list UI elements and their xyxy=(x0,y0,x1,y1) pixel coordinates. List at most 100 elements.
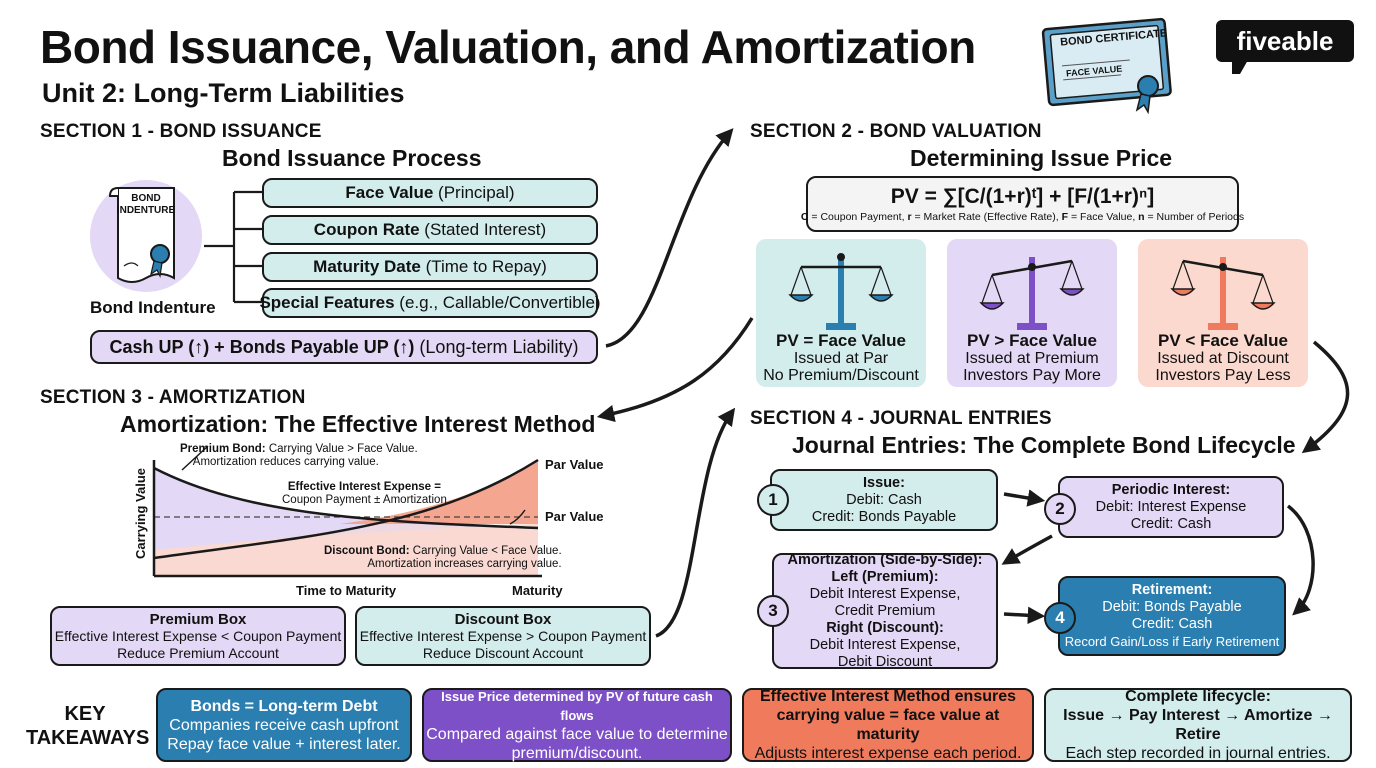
takeaway-debt-line1: Companies receive cash upfront xyxy=(169,716,399,734)
takeaway-issue-price: Issue Price determined by PV of future c… xyxy=(422,688,732,762)
card-par-line1: Issued at Par xyxy=(793,350,889,367)
premium-box-line1: Effective Interest Expense < Coupon Paym… xyxy=(54,627,342,644)
step-interest-title: Periodic Interest: xyxy=(1111,481,1231,498)
journal-step-interest: Periodic Interest: Debit: Interest Expen… xyxy=(1058,476,1284,538)
step-badge-4: 4 xyxy=(1044,602,1076,634)
discount-bond-note: Discount Bond: Carrying Value < Face Val… xyxy=(324,545,562,570)
premium-bond-note: Premium Bond: Carrying Value > Face Valu… xyxy=(180,443,418,468)
tilted-scale-discount-icon xyxy=(1170,257,1276,330)
step-badge-2: 2 xyxy=(1044,493,1076,525)
feature-maturity-date: Maturity Date (Time to Repay) xyxy=(262,252,598,282)
step-amort-left: Left (Premium): xyxy=(831,568,939,585)
step-amort-title: Amortization (Side-by-Side): xyxy=(787,551,983,568)
pv-formula-legend: C = Coupon Payment, r = Market Rate (Eff… xyxy=(800,211,1245,223)
balanced-scale-icon xyxy=(788,253,894,330)
discount-box-title: Discount Box xyxy=(454,610,552,628)
step-amort-right: Right (Discount): xyxy=(826,619,944,636)
pv-formula: PV = ∑[C/(1+r)ᵗ] + [F/(1+r)ⁿ] xyxy=(890,185,1155,208)
card-discount-line1: Issued at Discount xyxy=(1157,350,1289,367)
card-discount-title: PV < Face Value xyxy=(1158,331,1288,350)
premium-box: Premium Box Effective Interest Expense <… xyxy=(50,606,346,666)
step-issue-line1: Debit: Cash xyxy=(846,491,922,508)
x-axis-end-label: Maturity xyxy=(512,583,563,598)
section1-heading: SECTION 1 - BOND ISSUANCE xyxy=(40,121,322,142)
step-retire-title: Retirement: xyxy=(1131,582,1213,598)
step-amort-right-line1: Debit Interest Expense, xyxy=(809,636,961,653)
card-premium-line1: Issued at Premium xyxy=(965,350,1099,367)
step-issue-title: Issue: xyxy=(863,474,905,491)
section3-heading: SECTION 3 - AMORTIZATION xyxy=(40,387,306,408)
key-takeaways-label: KEY TAKEAWAYS xyxy=(26,703,150,749)
tilted-scale-premium-icon xyxy=(979,257,1085,330)
feature-face-value: Face Value (Principal) xyxy=(262,178,598,208)
takeaway-lifecycle: Complete lifecycle: Issue → Pay Interest… xyxy=(1044,688,1352,762)
section2-heading: SECTION 2 - BOND VALUATION xyxy=(750,121,1042,142)
step-badge-1: 1 xyxy=(757,484,789,516)
discount-box-line1: Effective Interest Expense > Coupon Paym… xyxy=(359,627,647,644)
premium-box-line2: Reduce Premium Account xyxy=(117,644,279,661)
par-value-label-mid: Par Value xyxy=(545,509,604,524)
card-par-title: PV = Face Value xyxy=(776,331,906,350)
takeaway-method-line2: Adjusts interest expense each period. xyxy=(754,745,1022,762)
card-discount-line2: Investors Pay Less xyxy=(1155,367,1291,384)
bond-certificate-icon xyxy=(1040,14,1175,115)
effective-interest-note: Effective Interest Expense =Coupon Payme… xyxy=(282,481,447,506)
takeaway-price-line2: premium/discount. xyxy=(511,745,643,762)
section2-subheading: Determining Issue Price xyxy=(910,145,1173,171)
section4-heading: SECTION 4 - JOURNAL ENTRIES xyxy=(750,408,1052,429)
step-retire-line3: Record Gain/Loss if Early Retirement xyxy=(1064,634,1280,649)
pv-formula-box: PV = ∑[C/(1+r)ᵗ] + [F/(1+r)ⁿ] C = Coupon… xyxy=(801,176,1244,232)
brand-logo[interactable]: fiveable xyxy=(1216,20,1354,62)
premium-box-title: Premium Box xyxy=(149,610,247,628)
takeaway-lifecycle-line2: Each step recorded in journal entries. xyxy=(1065,745,1331,762)
step-retire-line2: Credit: Cash xyxy=(1131,616,1213,632)
journal-step-retirement: Retirement: Debit: Bonds Payable Credit:… xyxy=(1058,576,1286,656)
x-axis-label: Time to Maturity xyxy=(296,583,397,598)
takeaway-price-line1: Compared against face value to determine xyxy=(426,726,728,743)
journal-step-issue: Issue: Debit: Cash Credit: Bonds Payable xyxy=(770,469,998,531)
step-interest-line1: Debit: Interest Expense xyxy=(1095,498,1247,515)
step-interest-line2: Credit: Cash xyxy=(1130,515,1212,532)
takeaway-lifecycle-line1: Issue → Pay Interest → Amortize → Retire xyxy=(1063,707,1333,743)
takeaway-method-line1: carrying value = face value at maturity xyxy=(776,707,1000,743)
takeaway-debt: Bonds = Long-term Debt Companies receive… xyxy=(156,688,412,762)
takeaway-debt-title: Bonds = Long-term Debt xyxy=(190,697,378,715)
bond-indenture-icon xyxy=(88,178,204,294)
page-subtitle: Unit 2: Long-Term Liabilities xyxy=(42,78,405,108)
card-premium-title: PV > Face Value xyxy=(967,331,1097,350)
feature-coupon-rate: Coupon Rate (Stated Interest) xyxy=(262,215,598,245)
section4-subheading: Journal Entries: The Complete Bond Lifec… xyxy=(792,432,1296,458)
brand-logo-text: fiveable xyxy=(1236,25,1334,56)
par-value-label-top: Par Value xyxy=(545,457,604,472)
amortization-chart xyxy=(152,445,542,578)
step-amort-right-line2: Debit Discount xyxy=(837,653,933,670)
section1-subheading: Bond Issuance Process xyxy=(222,145,482,171)
card-par-line2: No Premium/Discount xyxy=(763,367,919,384)
step-amort-left-line2: Credit Premium xyxy=(834,602,936,619)
discount-box-line2: Reduce Discount Account xyxy=(422,644,584,661)
takeaway-effective-method: Effective Interest Method ensures carryi… xyxy=(742,688,1034,762)
feature-special-features: Special Features (e.g., Callable/Convert… xyxy=(259,288,601,318)
indenture-label: Bond Indenture xyxy=(90,298,216,317)
card-premium-line2: Investors Pay More xyxy=(963,367,1101,384)
issuance-entry-box: Cash UP (↑) + Bonds Payable UP (↑) (Long… xyxy=(90,330,598,364)
takeaway-method-title: Effective Interest Method ensures xyxy=(759,688,1017,705)
page-title: Bond Issuance, Valuation, and Amortizati… xyxy=(40,21,976,73)
step-issue-line2: Credit: Bonds Payable xyxy=(811,508,957,525)
section3-subheading: Amortization: The Effective Interest Met… xyxy=(120,411,596,437)
discount-box: Discount Box Effective Interest Expense … xyxy=(355,606,651,666)
takeaway-price-title: Issue Price determined by PV of future c… xyxy=(441,689,713,723)
brand-logo-tail xyxy=(1232,60,1248,74)
step-badge-3: 3 xyxy=(757,595,789,627)
step-retire-line1: Debit: Bonds Payable xyxy=(1102,599,1242,615)
bracket-connector xyxy=(204,190,262,304)
journal-step-amortization: Amortization (Side-by-Side): Left (Premi… xyxy=(772,551,998,670)
step-amort-left-line1: Debit Interest Expense, xyxy=(809,585,961,602)
takeaway-debt-line2: Repay face value + interest later. xyxy=(167,735,401,753)
takeaway-lifecycle-title: Complete lifecycle: xyxy=(1125,688,1271,705)
indenture-doc-text: BOND INDENTURE xyxy=(116,193,176,216)
